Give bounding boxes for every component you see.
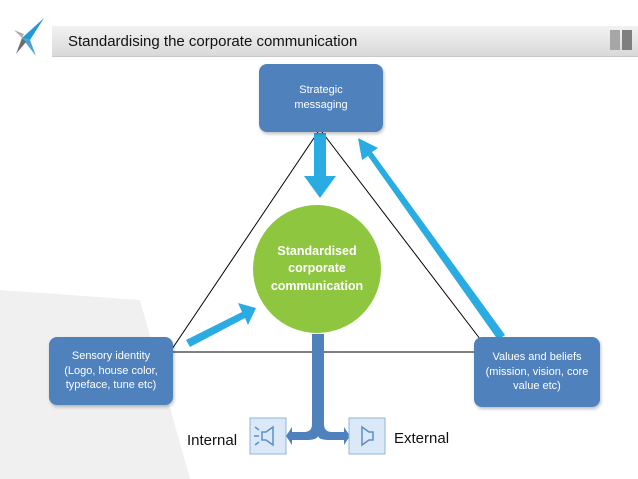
triangle-edge-right — [321, 131, 491, 353]
title-decoration — [610, 30, 620, 50]
title-decoration — [622, 30, 632, 50]
page-title: Standardising the corporate communicatio… — [68, 33, 358, 50]
node-strategic-messaging: Strategic messaging — [259, 64, 383, 132]
output-label-internal: Internal — [187, 432, 238, 449]
title-bar — [52, 26, 638, 57]
node-label: Values and beliefs (mission, vision, cor… — [485, 350, 589, 393]
arrow-output-fork — [286, 334, 350, 445]
triangle-edge-left — [169, 131, 319, 353]
node-label: Strategic messaging — [294, 84, 348, 111]
speaker-icon — [249, 417, 287, 455]
speaker-icon — [348, 417, 386, 455]
arrow-top-to-center — [304, 133, 336, 198]
node-standardised-communication: Standardised corporate communication — [253, 205, 381, 333]
logo-star-icon — [4, 18, 44, 56]
output-label-external: External — [394, 430, 450, 447]
node-sensory-identity: Sensory identity (Logo, house color, typ… — [49, 337, 173, 405]
node-label: Sensory identity (Logo, house color, typ… — [64, 349, 158, 392]
arrow-left-to-center — [186, 303, 256, 347]
node-values-beliefs: Values and beliefs (mission, vision, cor… — [474, 337, 600, 407]
arrow-right-to-top — [358, 138, 505, 340]
node-label: Standardised corporate communication — [270, 243, 364, 293]
